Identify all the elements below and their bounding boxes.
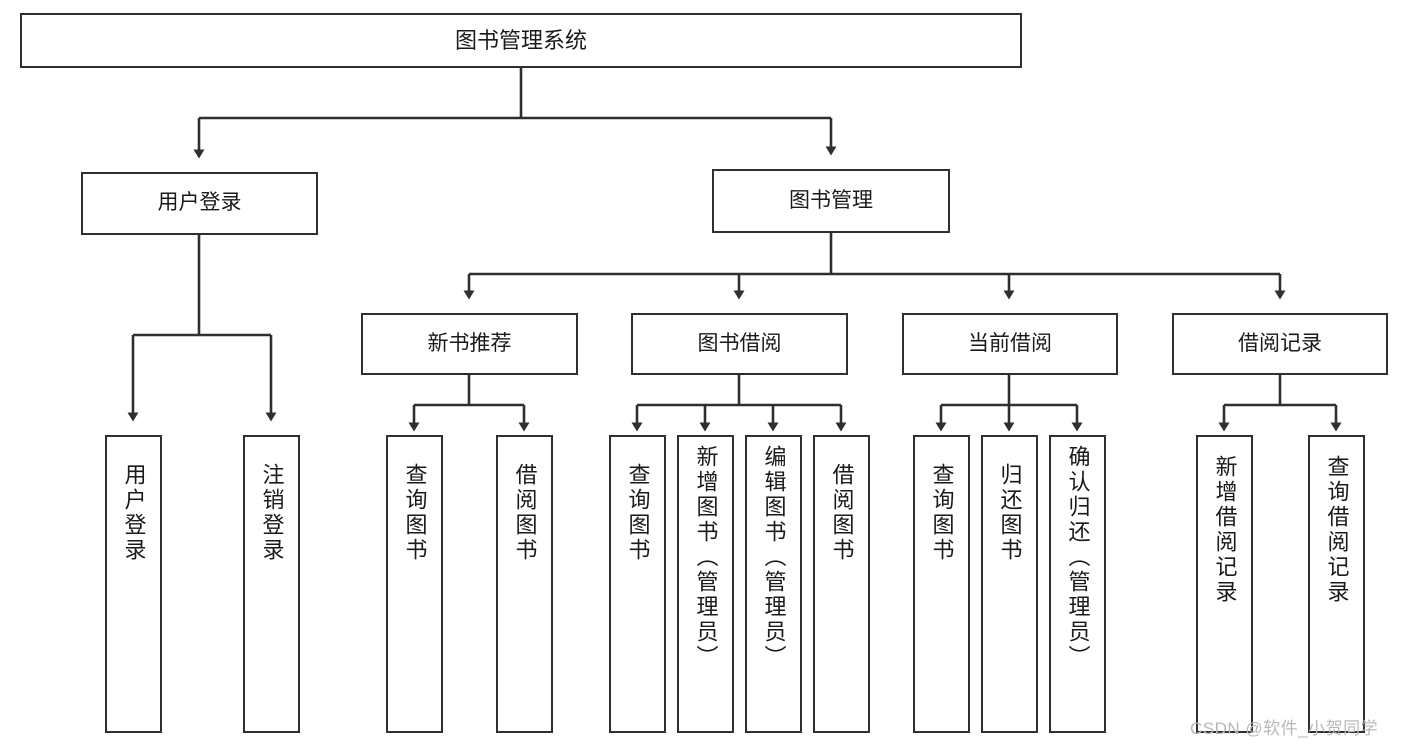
node-leaf-user-login[interactable]: 用户登录 — [105, 435, 162, 733]
node-label: 借阅图书 — [829, 463, 855, 563]
node-label: 新增借阅记录 — [1212, 455, 1238, 605]
node-leaf-add-borrow-record[interactable]: 新增借阅记录 — [1196, 435, 1253, 733]
node-new-book-recommend[interactable]: 新书推荐 — [361, 313, 578, 375]
node-label: 编辑图书（管理员） — [761, 445, 787, 670]
node-label: 用户登录 — [121, 463, 147, 563]
node-leaf-query-book-1[interactable]: 查询图书 — [386, 435, 443, 733]
node-label: 查询图书 — [402, 463, 428, 563]
node-book-borrow[interactable]: 图书借阅 — [631, 313, 848, 375]
node-label: 新书推荐 — [427, 331, 512, 355]
node-root-book-management-system[interactable]: 图书管理系统 — [20, 13, 1022, 68]
node-label: 用户登录 — [157, 191, 242, 215]
watermark-text: CSDN @软件_小贺同学 — [1190, 719, 1379, 738]
node-label: 当前借阅 — [968, 331, 1052, 355]
node-label: 查询图书 — [625, 463, 651, 563]
node-leaf-confirm-return-admin[interactable]: 确认归还（管理员） — [1049, 435, 1106, 733]
node-label: 注销登录 — [259, 463, 285, 563]
node-leaf-query-borrow-record[interactable]: 查询借阅记录 — [1308, 435, 1365, 733]
node-label: 新增图书（管理员） — [693, 445, 719, 670]
node-label: 图书管理 — [789, 188, 873, 212]
node-label: 图书管理系统 — [454, 27, 587, 53]
node-book-management[interactable]: 图书管理 — [712, 169, 950, 233]
node-leaf-return-book[interactable]: 归还图书 — [981, 435, 1038, 733]
node-leaf-edit-book-admin[interactable]: 编辑图书（管理员） — [745, 435, 802, 733]
node-leaf-query-book-2[interactable]: 查询图书 — [609, 435, 666, 733]
node-leaf-query-book-3[interactable]: 查询图书 — [913, 435, 970, 733]
node-label: 归还图书 — [997, 463, 1023, 563]
node-label: 借阅记录 — [1238, 331, 1322, 355]
node-leaf-add-book-admin[interactable]: 新增图书（管理员） — [677, 435, 734, 733]
node-borrow-record[interactable]: 借阅记录 — [1172, 313, 1388, 375]
node-label: 图书借阅 — [697, 331, 782, 355]
node-leaf-borrow-book-1[interactable]: 借阅图书 — [496, 435, 553, 733]
node-label: 查询图书 — [929, 463, 955, 563]
node-current-borrow[interactable]: 当前借阅 — [902, 313, 1118, 375]
node-leaf-logout-login[interactable]: 注销登录 — [243, 435, 300, 733]
node-label: 借阅图书 — [512, 463, 538, 563]
node-label: 查询借阅记录 — [1324, 455, 1350, 605]
node-label: 确认归还（管理员） — [1065, 445, 1091, 670]
node-user-login[interactable]: 用户登录 — [81, 172, 318, 235]
node-leaf-borrow-book-2[interactable]: 借阅图书 — [813, 435, 870, 733]
